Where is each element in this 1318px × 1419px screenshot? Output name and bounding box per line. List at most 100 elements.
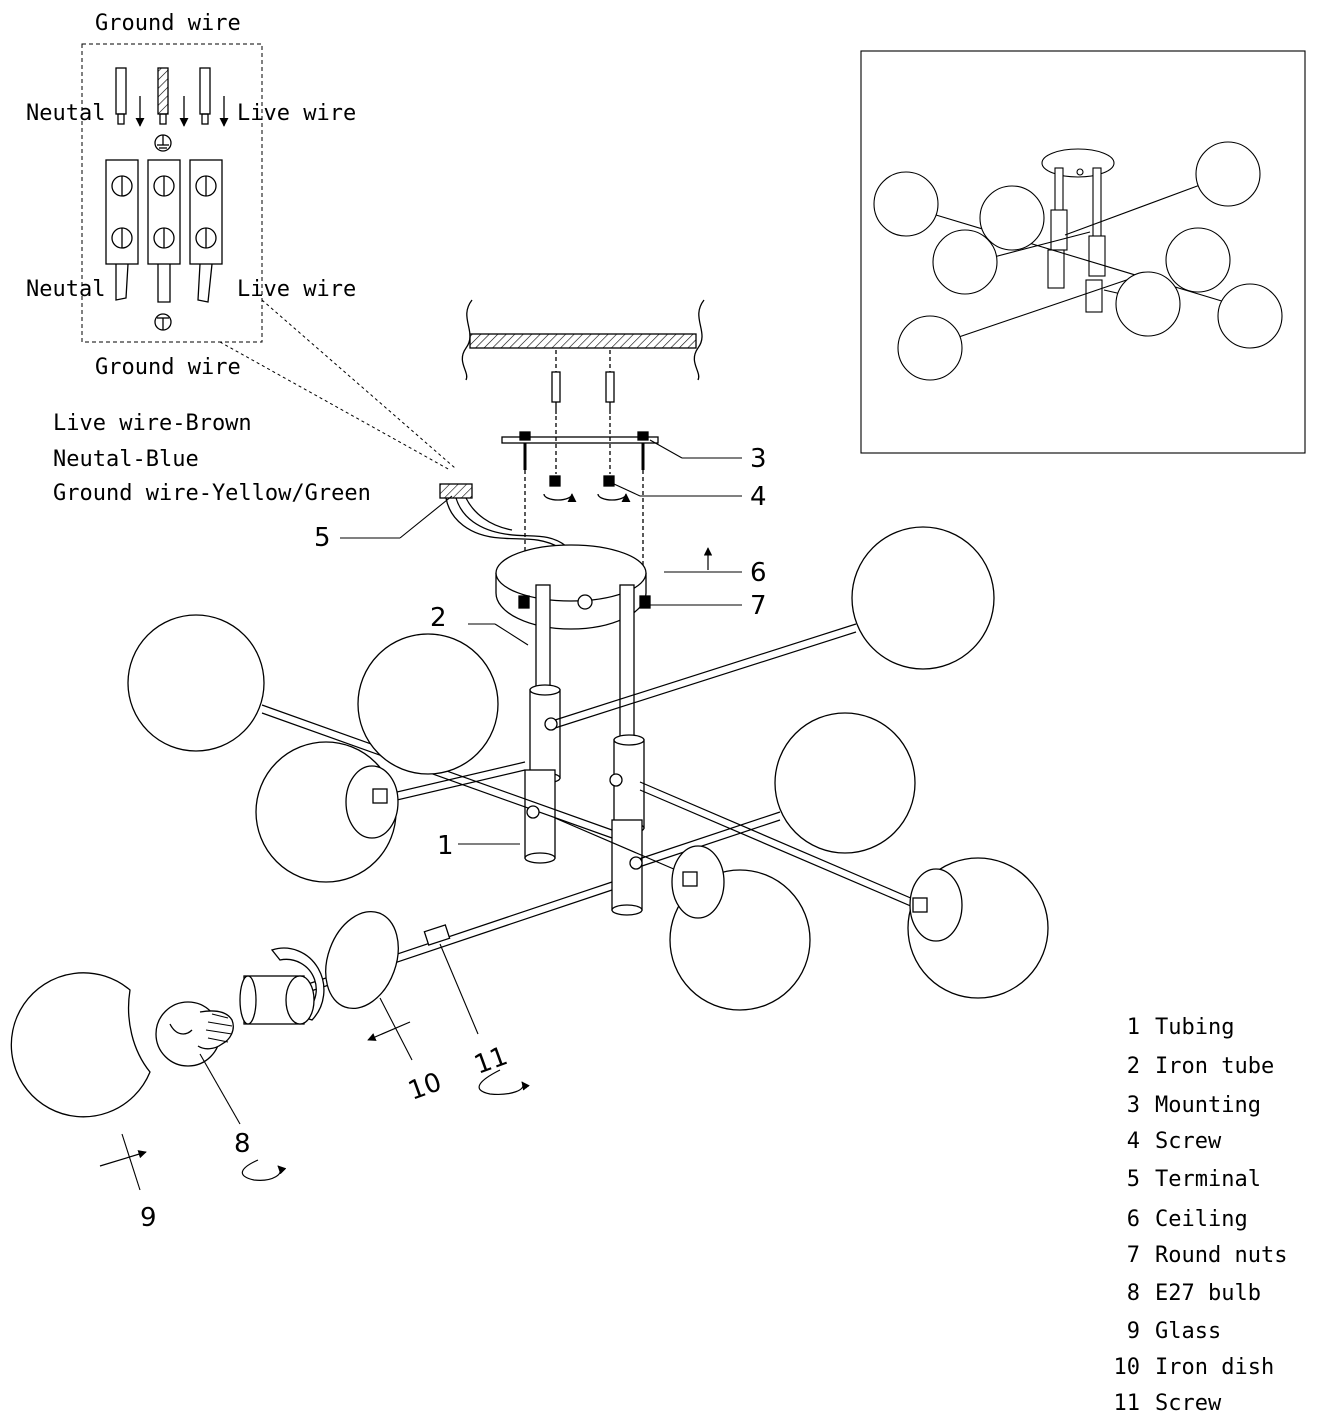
globe-far-left [127,614,265,752]
legend-item: 8 E27 bulb [1127,1281,1261,1306]
assembled-preview [860,50,1306,454]
lamp-holder-part [239,947,325,1025]
ceiling-hatch [469,333,697,349]
preview-globe-6 [1115,271,1181,337]
svg-text:Glass: Glass [1155,1319,1221,1344]
legend-item: 10 Iron dish [1114,1355,1275,1380]
callout-4: 4 [750,482,767,512]
terminal-blocks [105,159,223,303]
callout-10: 10 [404,1067,445,1107]
svg-text:2: 2 [1127,1054,1140,1079]
wall-anchor-left [551,371,561,414]
svg-text:Terminal: Terminal [1155,1167,1261,1192]
svg-text:Screw: Screw [1155,1129,1222,1154]
glass-globes [127,526,1049,1011]
ceiling-section [461,299,705,594]
wire-color-ground: Ground wire-Yellow/Green [53,481,371,506]
preview-globe-1 [873,171,939,237]
callout-numbers: 1 2 3 4 5 6 7 8 9 10 11 [140,444,767,1233]
wiring-detail: Ground wire Neutal Live wire Neutal Live… [26,11,356,380]
svg-text:1: 1 [1127,1015,1140,1040]
wiring-neutral-label-bottom: Neutal [26,277,105,302]
callout-9: 9 [140,1203,157,1233]
svg-text:Tubing: Tubing [1155,1015,1234,1040]
callout-2: 2 [430,603,447,633]
svg-text:10: 10 [1114,1355,1141,1380]
svg-text:5: 5 [1127,1167,1140,1192]
wiring-live-label-top: Live wire [237,101,356,126]
svg-text:Screw: Screw [1155,1391,1222,1414]
globe-lower-right-opening [909,868,963,942]
callout-leaders [121,439,742,1191]
callout-1: 1 [437,831,454,861]
wall-anchor-right [605,371,615,414]
callout-7: 7 [750,591,767,621]
ground-symbol-bottom-icon [154,313,172,331]
incoming-wires [115,67,229,127]
callout-8: 8 [234,1129,251,1159]
globe-top-right [851,526,995,670]
preview-globe-2 [1195,141,1261,207]
wire-color-neutral: Neutal-Blue [53,447,199,472]
callout-5: 5 [314,523,331,553]
preview-globe-3 [932,229,998,295]
screws-4 [543,475,631,503]
legend-item: 3 Mounting [1127,1093,1261,1118]
screw-11-part [423,924,451,946]
svg-text:7: 7 [1127,1243,1140,1268]
globe-lower-mid-opening [671,845,725,919]
exploded-assembly [10,910,451,1118]
legend-item: 4 Screw [1127,1129,1222,1154]
legend-item: 2 Iron tube [1127,1054,1274,1079]
globe-mid-left-opening [345,765,399,839]
preview-frame [860,50,1306,454]
wiring-ground-label-bottom: Ground wire [95,355,241,380]
globe-front-left [357,633,499,775]
callout-3: 3 [750,444,767,474]
glass-globe-part [10,972,151,1118]
canopy [495,544,651,630]
globe-right [774,712,916,854]
svg-text:4: 4 [1127,1129,1140,1154]
legend-item: 7 Round nuts [1127,1243,1288,1268]
ground-symbol-top-icon [154,134,172,152]
mounting-guide-lines [524,416,644,594]
preview-globe-5 [1165,227,1231,293]
arm-sockets [372,717,928,913]
wiring-neutral-label-top: Neutal [26,101,105,126]
svg-text:Iron dish: Iron dish [1155,1355,1274,1380]
wiring-dashed-box [81,43,263,343]
svg-text:Mounting: Mounting [1155,1093,1261,1118]
e27-bulb-part [155,1001,234,1067]
preview-globe-7 [1217,283,1283,349]
svg-text:11: 11 [1114,1391,1141,1414]
svg-text:9: 9 [1127,1319,1140,1344]
iron-tubes [524,584,645,916]
wiring-live-label-bottom: Live wire [237,277,356,302]
svg-text:Ceiling: Ceiling [1155,1207,1248,1232]
preview-globe-8 [897,315,963,381]
svg-text:E27 bulb: E27 bulb [1155,1281,1261,1306]
legend-item: 11 Screw [1114,1391,1222,1416]
wiring-ground-label-top: Ground wire [95,11,241,36]
legend-item: 9 Glass [1127,1319,1221,1344]
svg-text:Iron tube: Iron tube [1155,1054,1274,1079]
svg-text:3: 3 [1127,1093,1140,1118]
wire-color-live: Live wire-Brown [53,411,252,436]
mounting-plate [501,436,659,444]
svg-text:8: 8 [1127,1281,1140,1306]
preview-globe-4 [979,185,1045,251]
legend-item: 5 Terminal [1127,1167,1261,1192]
legend-item: 1 Tubing [1127,1015,1235,1040]
exploded-arrows [99,547,713,1181]
legend-item: 6 Ceiling [1127,1207,1248,1232]
mounting-bolts [519,431,649,470]
svg-text:Round nuts: Round nuts [1155,1243,1287,1268]
svg-text:6: 6 [1127,1207,1140,1232]
wiring-leader-lines [219,299,456,471]
terminal-5 [439,483,567,549]
callout-11: 11 [470,1041,511,1081]
